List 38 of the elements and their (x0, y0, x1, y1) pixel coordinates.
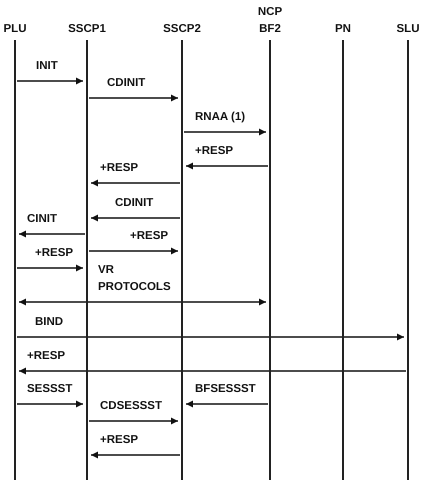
message-label: +RESP (130, 229, 168, 244)
message-arrow (17, 400, 83, 408)
message-label: CDINIT (107, 76, 146, 91)
message-arrow (186, 162, 268, 170)
participant-name: SSCP1 (67, 22, 107, 37)
participant-name: PN (334, 22, 352, 37)
message-arrow (91, 180, 180, 186)
message-label: +RESP (195, 144, 234, 159)
message-arrow (17, 264, 83, 272)
message-label: +RESP (100, 433, 138, 448)
message-label: BFSESSST (195, 382, 256, 397)
participant-name: PLU (2, 22, 28, 37)
message-label: SESSST (27, 382, 72, 397)
message-arrow (91, 214, 180, 222)
message-arrow (91, 452, 180, 458)
message-arrow (89, 248, 178, 254)
message-arrow (19, 298, 266, 306)
message-label: CDINIT (115, 196, 154, 211)
message-arrow (19, 230, 85, 238)
message-label: +RESP (100, 161, 138, 176)
message-label: RNAA (1) (195, 110, 246, 125)
message-label: BIND (35, 315, 64, 330)
message-label: +RESP (35, 246, 74, 261)
message-arrow (186, 400, 268, 408)
message-arrow (184, 128, 266, 136)
participant-name: NCP BF2 (256, 5, 284, 37)
message-arrow (19, 368, 406, 374)
participant-name: SLU (396, 22, 420, 37)
message-label: +RESP (27, 349, 66, 364)
message-arrow (17, 334, 404, 340)
message-arrow (17, 78, 83, 84)
message-label: CINIT (27, 212, 58, 227)
message-arrow (89, 418, 178, 424)
message-label: VR PROTOCOLS (98, 263, 172, 295)
participant-name: SSCP2 (162, 22, 202, 37)
message-arrow (89, 94, 178, 102)
message-label: INIT (36, 59, 58, 74)
message-label: CDSESSST (100, 399, 162, 414)
